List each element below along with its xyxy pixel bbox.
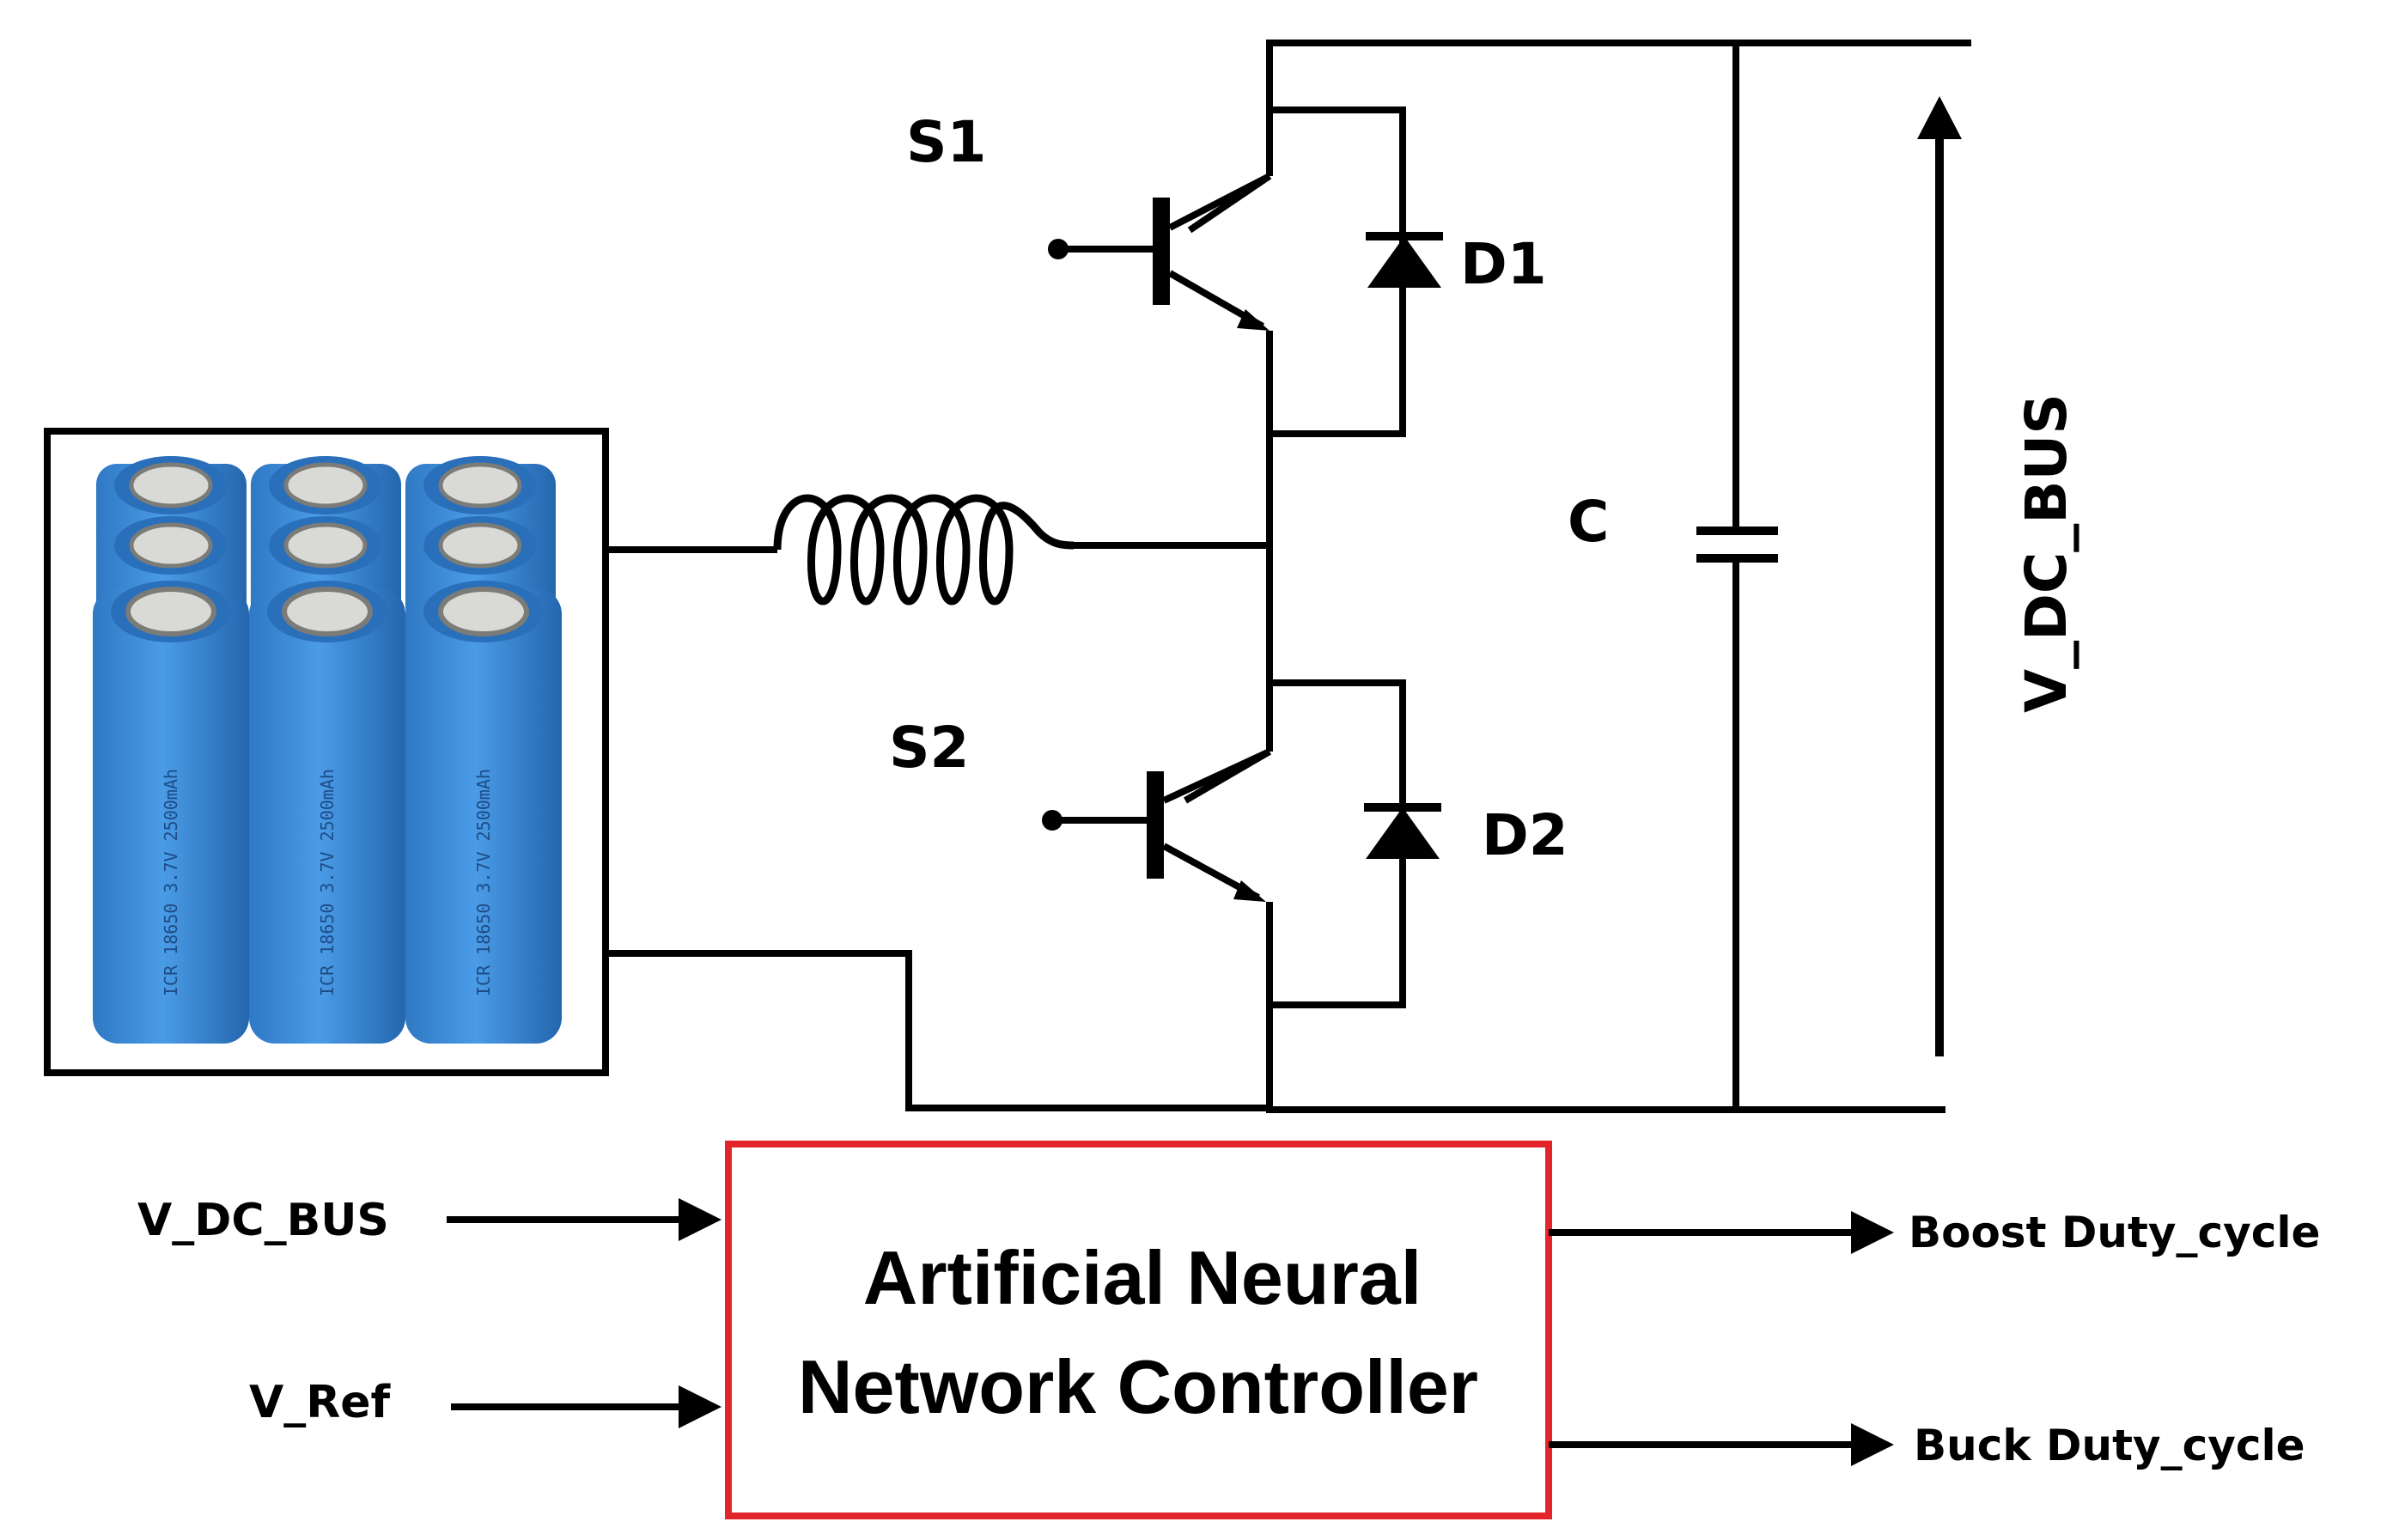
bus-voltage-arrow: [1917, 96, 1962, 1056]
battery-cell: ICR 18650 3.7V 2500mAh: [93, 581, 249, 1044]
controller-outputs: Boost Duty_cycle Buck Duty_cycle: [1549, 1208, 2320, 1470]
output-label-boost: Boost Duty_cycle: [1909, 1208, 2320, 1257]
s2-base-bar: [1147, 771, 1164, 879]
s1-base-bar: [1153, 198, 1170, 305]
arrow-right-icon: [1851, 1211, 1894, 1254]
controller-title-line2: Network Controller: [798, 1344, 1478, 1429]
arrow-right-icon: [1851, 1423, 1894, 1466]
s1-emitter-arrow: [1237, 309, 1270, 331]
input-label-ref-voltage: V_Ref: [249, 1377, 392, 1428]
battery-cell-marking: ICR 18650 3.7V 2500mAh: [317, 769, 338, 996]
d2-symbol: [1366, 807, 1440, 859]
input-label-bus-voltage: V_DC_BUS: [137, 1195, 389, 1246]
controller-title-line1: Artificial Neural: [863, 1235, 1422, 1320]
s1-gate-terminal: [1048, 239, 1069, 259]
d2-label: D2: [1482, 802, 1568, 868]
inductor: [773, 494, 1075, 606]
diode-d2: [1364, 803, 1441, 859]
output-label-buck: Buck Duty_cycle: [1914, 1421, 2305, 1470]
battery-cell: ICR 18650 3.7V 2500mAh: [249, 581, 405, 1044]
s2-gate-terminal: [1042, 810, 1063, 831]
battery-cell-marking: ICR 18650 3.7V 2500mAh: [161, 769, 181, 996]
diode-d1: [1366, 232, 1443, 288]
ann-controller: Artificial Neural Network Controller: [725, 1141, 1552, 1519]
s2-emitter-arrow: [1233, 880, 1266, 902]
s2-label: S2: [889, 715, 969, 781]
arrow-right-icon: [679, 1198, 722, 1241]
controller-box: [725, 1141, 1552, 1519]
s1-label: S1: [906, 109, 986, 175]
wire-battery-negative: [606, 950, 1270, 1111]
arrow-right-icon: [679, 1385, 722, 1428]
d1-symbol: [1367, 236, 1441, 288]
battery-cell: ICR 18650 3.7V 2500mAh: [405, 581, 562, 1044]
battery-pack: ICR 18650 3.7V 2500mAh ICR 18650 3.7V 25…: [44, 428, 609, 1076]
d1-label: D1: [1460, 231, 1547, 297]
controller-inputs: V_DC_BUS V_Ref: [137, 1195, 722, 1428]
capacitor-label: C: [1568, 489, 1609, 555]
battery-pack-image: ICR 18650 3.7V 2500mAh ICR 18650 3.7V 25…: [93, 456, 562, 1044]
switch-s1: [1048, 173, 1273, 344]
capacitor: [1696, 527, 1778, 563]
bus-voltage-label: V_DC_BUS: [2013, 393, 2079, 713]
arrow-up-icon: [1917, 96, 1962, 139]
battery-cell-marking: ICR 18650 3.7V 2500mAh: [473, 769, 494, 996]
switch-s2: [1042, 748, 1271, 902]
